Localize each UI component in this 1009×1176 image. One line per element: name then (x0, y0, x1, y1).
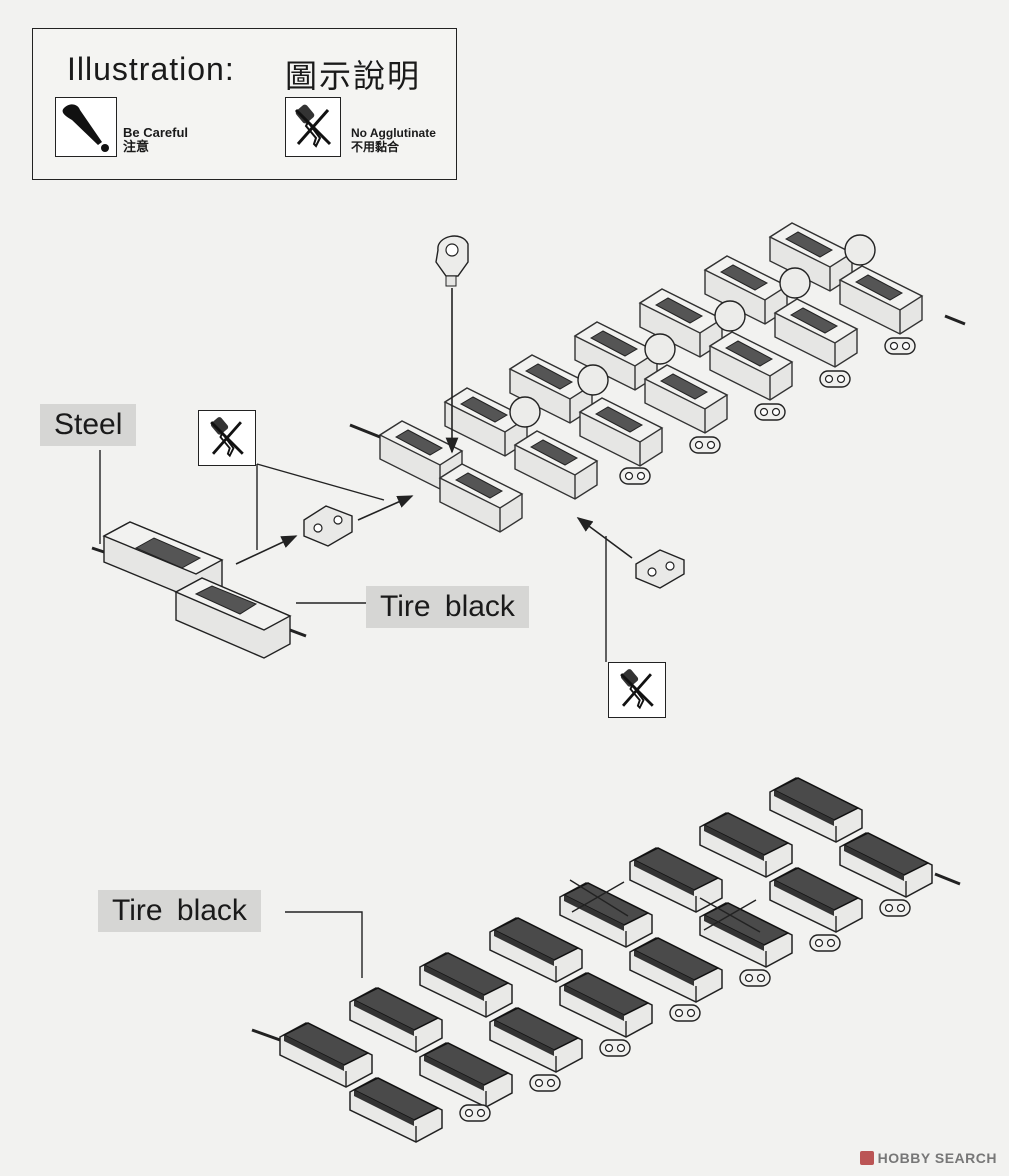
track-connector (819, 370, 851, 388)
watermark-suffix: SEARCH (934, 1150, 997, 1166)
watermark-brand: HOBBY (877, 1150, 931, 1166)
track-connector (619, 467, 651, 485)
dark-track-link (489, 917, 583, 983)
dark-track-link (629, 937, 723, 1003)
track-connector (529, 1074, 561, 1092)
brand-logo-icon (859, 1151, 874, 1165)
x-brace (569, 879, 761, 933)
tire-black-callout-upper: Tire black (366, 586, 529, 628)
watermark: HOBBY SEARCH (859, 1150, 997, 1166)
dark-track-link (279, 1022, 373, 1088)
loose-connector-right (635, 549, 685, 589)
no-glue-icon (285, 97, 341, 157)
dark-track-link (699, 902, 793, 968)
track-connector (459, 1104, 491, 1122)
link-pair-steel (91, 521, 307, 659)
track-link (839, 265, 923, 335)
legend-title: Illustration: (67, 51, 235, 87)
upper-track-assembly (349, 222, 966, 533)
dark-track-link (769, 777, 863, 843)
dark-track-link (769, 867, 863, 933)
track-link (774, 298, 858, 368)
guide-horn (509, 234, 876, 428)
lower-assembled-track (251, 777, 961, 1143)
tire-black-link (174, 577, 307, 659)
track-connector (669, 1004, 701, 1022)
caution-icon (55, 97, 117, 157)
dark-track-link (489, 1007, 583, 1073)
track-link (709, 331, 793, 401)
dark-track-link (419, 1042, 513, 1108)
legend-item-careful: Be Careful 注意 (123, 126, 188, 154)
dark-track-link (349, 1077, 443, 1143)
arrow-link-pair (235, 535, 298, 565)
dark-track-link (559, 972, 653, 1038)
dark-track-link (419, 952, 513, 1018)
track-link (439, 463, 523, 533)
track-connector (689, 436, 721, 454)
no-agglutinate-label-cn: 不用黏合 (351, 140, 400, 154)
tire-black-callout-lower: Tire black (98, 890, 261, 932)
steel-link (91, 521, 224, 601)
track-connector (809, 934, 841, 952)
track-link (644, 364, 728, 434)
track-link (579, 397, 663, 467)
no-agglutinate-label: No Agglutinate (351, 126, 436, 140)
arrow-connector-left (357, 495, 414, 521)
no-glue-icon (198, 410, 256, 466)
legend-box: Illustration: 圖示說明 Be Careful 注意 No Aggl… (32, 28, 457, 180)
arrow-connector-right (576, 517, 633, 559)
track-connector (754, 403, 786, 421)
legend-item-no-glue: No Agglutinate 不用黏合 (351, 126, 436, 154)
loose-connector-left (303, 505, 353, 547)
dark-track-link (349, 987, 443, 1053)
track-connector (879, 899, 911, 917)
track-connector (599, 1039, 631, 1057)
track-connector (739, 969, 771, 987)
legend-title-chinese: 圖示說明 (285, 58, 422, 94)
be-careful-label: Be Careful (123, 125, 189, 140)
no-glue-icon (608, 662, 666, 718)
be-careful-label-cn: 注意 (123, 139, 150, 154)
dark-track-link (699, 812, 793, 878)
tire-black-leader-lower (285, 911, 363, 978)
loose-guide-horn (435, 235, 469, 287)
dark-track-link (839, 832, 933, 898)
track-connector (884, 337, 916, 355)
track-link (514, 430, 598, 500)
steel-callout: Steel (40, 404, 137, 446)
